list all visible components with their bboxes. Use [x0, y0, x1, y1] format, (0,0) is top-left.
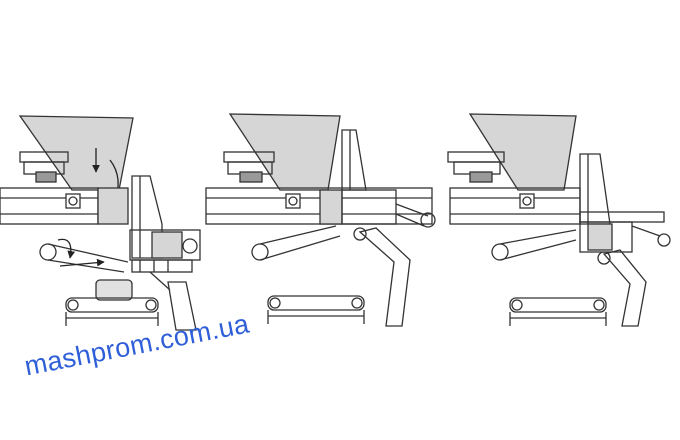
product-block: [95, 279, 133, 301]
conveyor-2: [267, 295, 365, 311]
hopper: [468, 113, 577, 191]
conveyor-3: [509, 297, 607, 313]
panel-2-forming: [205, 113, 436, 327]
panel-1-feeding: [0, 115, 201, 331]
panel-3-ejecting: [447, 113, 671, 327]
conveyor-1: [65, 297, 159, 313]
